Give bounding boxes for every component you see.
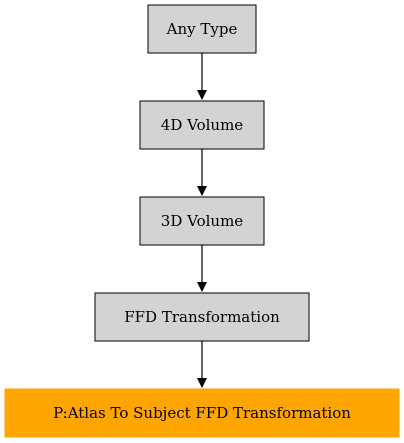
node-4d-volume-label: 4D Volume (161, 116, 244, 134)
node-any-type-box (147, 4, 257, 54)
node-ffd-transformation: FFD Transformation (94, 292, 310, 342)
node-ffd-transformation-label: FFD Transformation (124, 308, 280, 326)
node-4d-volume: 4D Volume (139, 100, 265, 150)
node-atlas-to-subject-ffd-transformation: P:Atlas To Subject FFD Transformation (4, 388, 400, 438)
node-atlas-to-subject-box (4, 388, 400, 438)
node-3d-volume-label: 3D Volume (161, 212, 244, 230)
node-any-type-label: Any Type (166, 20, 238, 38)
node-4d-volume-box (139, 100, 265, 150)
node-ffd-transformation-box (94, 292, 310, 342)
node-3d-volume: 3D Volume (139, 196, 265, 246)
node-atlas-to-subject-label: P:Atlas To Subject FFD Transformation (53, 404, 351, 422)
node-any-type: Any Type (147, 4, 257, 54)
node-3d-volume-box (139, 196, 265, 246)
